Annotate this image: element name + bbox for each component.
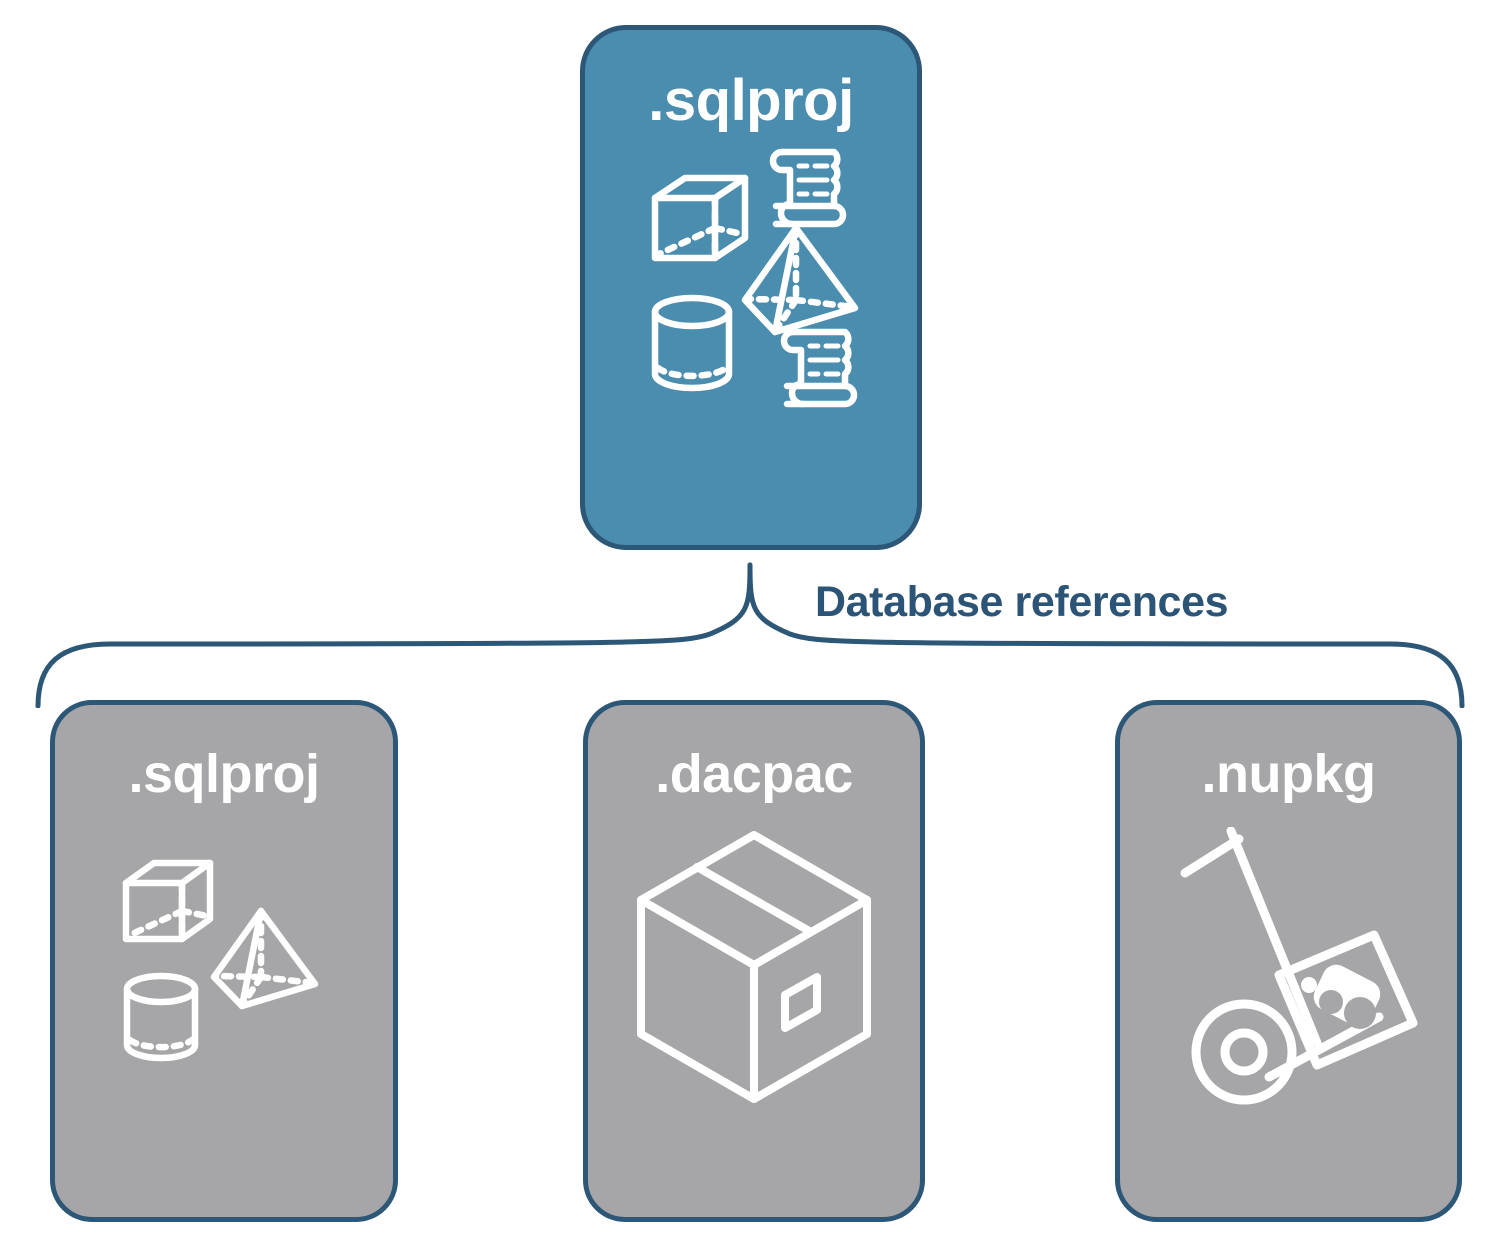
reference-card-artwork-nupkg [1180, 827, 1417, 1105]
reference-card-label-sqlproj: .sqlproj [128, 744, 320, 804]
scroll-icon [769, 148, 847, 228]
root-card-sqlproj[interactable]: .sqlproj [580, 25, 922, 550]
package-box-icon [637, 831, 871, 1103]
reference-card-label-nupkg: .nupkg [1201, 744, 1376, 804]
root-card-artwork [651, 148, 859, 408]
reference-card-artwork-sqlproj [122, 859, 319, 1062]
cube-icon [122, 859, 214, 943]
root-card-label: .sqlproj [648, 68, 854, 133]
connector-bracket [35, 562, 1465, 708]
cylinder-icon [123, 972, 199, 1062]
reference-card-label-dacpac: .dacpac [655, 744, 853, 804]
reference-card-nupkg[interactable]: .nupkg [1115, 700, 1462, 1222]
reference-card-dacpac[interactable]: .dacpac [583, 700, 925, 1222]
cylinder-icon [651, 294, 733, 392]
scroll-icon [780, 328, 858, 408]
connector-label: Database references [815, 578, 1229, 626]
reference-card-artwork-dacpac [637, 831, 871, 1103]
hand-truck-icon [1180, 827, 1383, 1105]
pyramid-icon [741, 224, 859, 336]
cube-icon [651, 174, 749, 262]
reference-card-sqlproj[interactable]: .sqlproj [50, 700, 398, 1222]
nuget-package-icon [1274, 930, 1417, 1070]
pyramid-icon [210, 907, 319, 1010]
